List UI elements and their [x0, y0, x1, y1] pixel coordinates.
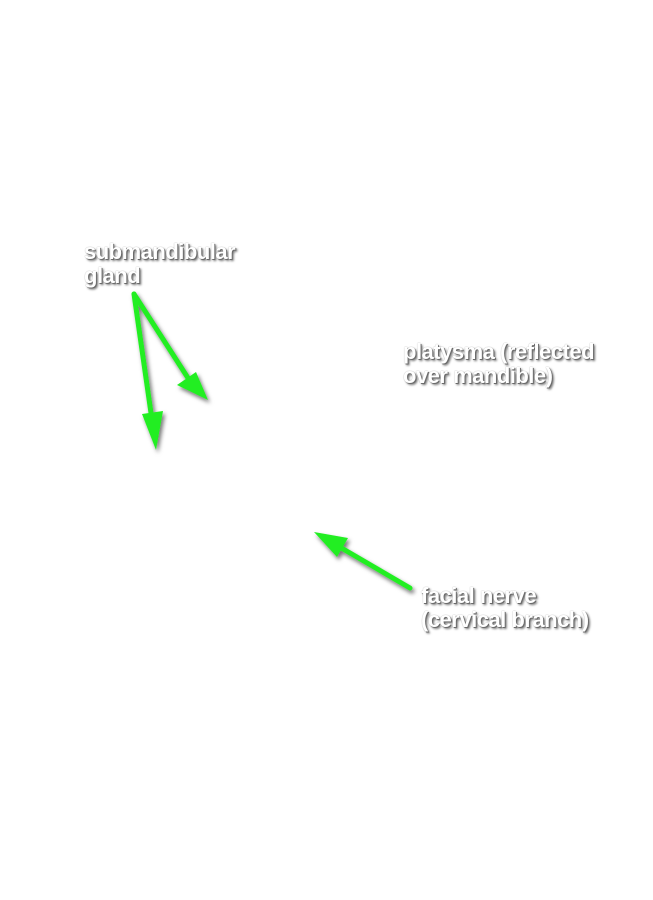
label-facial-nerve: facial nerve (cervical branch) [421, 584, 589, 632]
label-facial-nerve-line2: (cervical branch) [421, 607, 589, 632]
label-submandibular-line1: submandibular [84, 239, 236, 264]
label-facial-nerve-line1: facial nerve [421, 583, 537, 608]
arrow-submandibular-1 [131, 291, 163, 450]
label-platysma: platysma (reflected over mandible) [403, 339, 595, 388]
arrow-submandibular-2 [131, 291, 208, 400]
label-platysma-line2: over mandible) [403, 363, 553, 388]
label-platysma-line1: platysma (reflected [403, 339, 595, 364]
label-submandibular-line2: gland [84, 263, 141, 288]
arrow-facial-nerve [314, 532, 413, 591]
label-submandibular-gland: submandibular gland [84, 239, 236, 288]
